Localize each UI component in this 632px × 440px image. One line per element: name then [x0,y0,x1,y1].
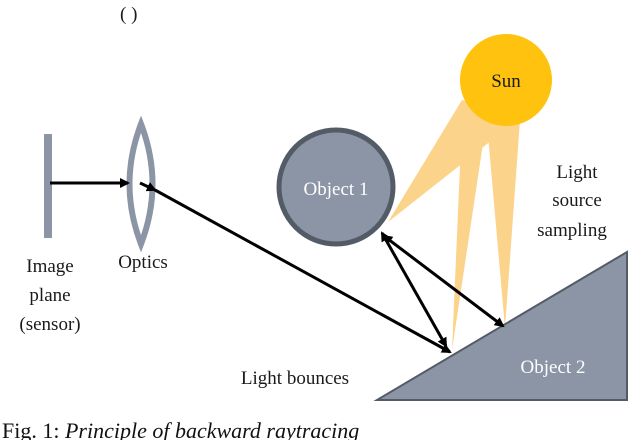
ray-through-optics [139,181,157,192]
sun-rays [388,100,520,350]
sun-ray-to-object2-right [488,120,520,328]
caption-prefix: Fig. 1: [2,418,65,440]
object-2-label: Object 2 [521,357,586,378]
image-plane-label-line2: plane [29,285,70,306]
sun [460,34,552,126]
optics-label: Optics [118,252,168,273]
rays [50,178,505,354]
sun-ray-to-object1 [388,100,520,222]
sun-label: Sun [491,71,521,92]
figure-caption: Fig. 1: Principle of backward raytracing [2,418,359,440]
object-1-label: Object 1 [304,179,369,200]
light-source-label-line1: Light [556,162,598,183]
caption-title: Principle of backward raytracing [64,418,359,440]
image-plane-label-line3: (sensor) [19,314,80,335]
ray-bounce-object1-object2 [382,234,505,328]
light-source-label-line2: source [552,190,602,211]
image-plane-label-line1: Image [26,256,73,277]
light-source-label-line3: sampling [537,220,607,241]
ray-bounce-object2-object1 [380,231,448,348]
image-plane-sensor [44,134,52,238]
light-bounces-label: Light bounces [241,368,349,389]
top-text-fragment: ( ) [120,4,137,25]
object-1 [276,127,396,247]
